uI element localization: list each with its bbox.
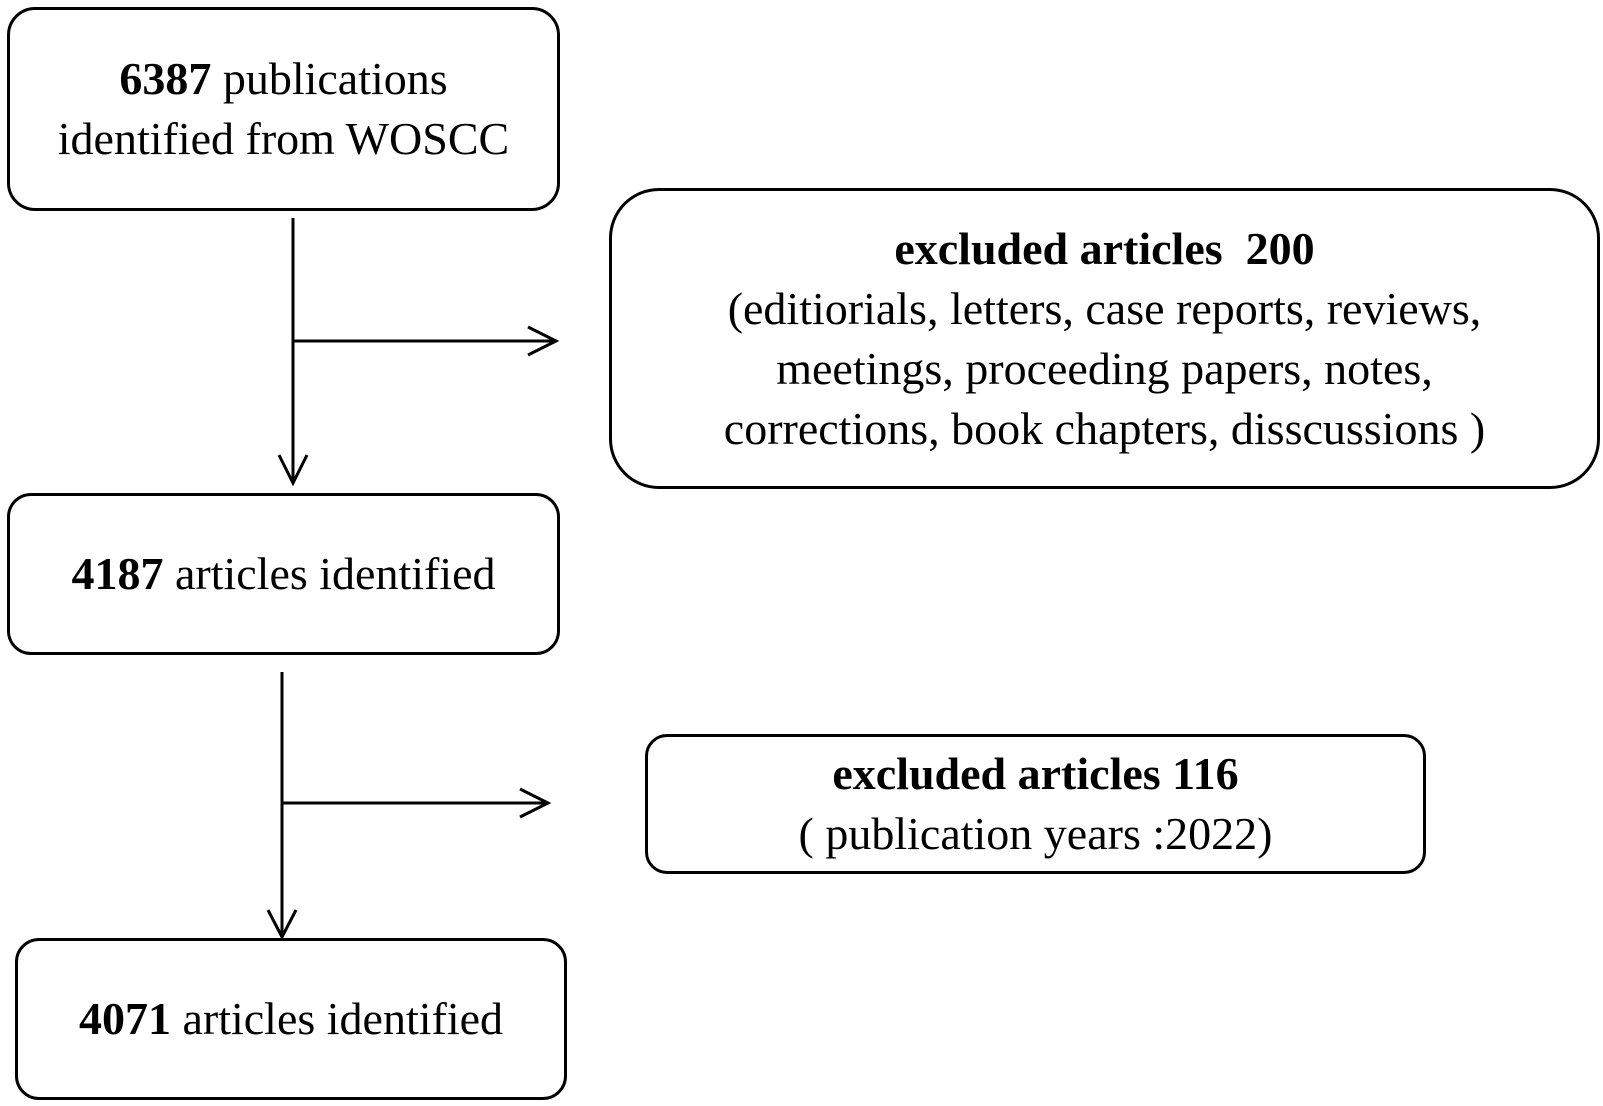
publications-source: identified from WOSCC	[57, 113, 510, 164]
after-first-count: 4187	[71, 548, 164, 599]
final-count: 4071	[78, 993, 171, 1044]
flow-arrowhead-2-down	[266, 909, 298, 941]
excluded-first-detail-1: (editiorials, letters, case reports, rev…	[727, 282, 1482, 334]
excluded-first-title-text: excluded articles 200	[894, 222, 1315, 274]
box-articles-final: 4071 articles identified	[15, 938, 567, 1100]
excluded-second-detail: ( publication years :2022)	[798, 808, 1273, 859]
box-articles-after-first: 4187 articles identified	[7, 493, 560, 655]
box-1-line-1: 6387 publications	[119, 49, 447, 109]
final-label: articles identified	[170, 993, 504, 1044]
flow-arrowhead-1-down	[277, 454, 309, 487]
publications-count: 6387	[119, 53, 212, 104]
excluded-first-detail-2: meetings, proceeding papers, notes,	[776, 342, 1433, 394]
excluded-first-detail-3: corrections, book chapters, disscussions…	[723, 402, 1486, 454]
flow-arrowhead-1-right	[527, 325, 560, 357]
box-5-line: 4071 articles identified	[79, 989, 503, 1049]
excluded-second-title-text: excluded articles 116	[832, 748, 1239, 799]
box-3-line: 4187 articles identified	[71, 544, 495, 604]
box-excluded-second: excluded articles 116 ( publication year…	[645, 734, 1426, 874]
excluded-second-title: excluded articles 116	[832, 744, 1238, 804]
publications-label: publications	[211, 53, 448, 104]
excluded-first-title: excluded articles 200	[894, 219, 1314, 279]
box-publications-identified: 6387 publications identified from WOSCC	[7, 7, 560, 211]
flow-arrowhead-2-right	[519, 787, 552, 819]
box-excluded-first: excluded articles 200 (editiorials, lett…	[609, 188, 1600, 489]
after-first-label: articles identified	[163, 548, 496, 599]
